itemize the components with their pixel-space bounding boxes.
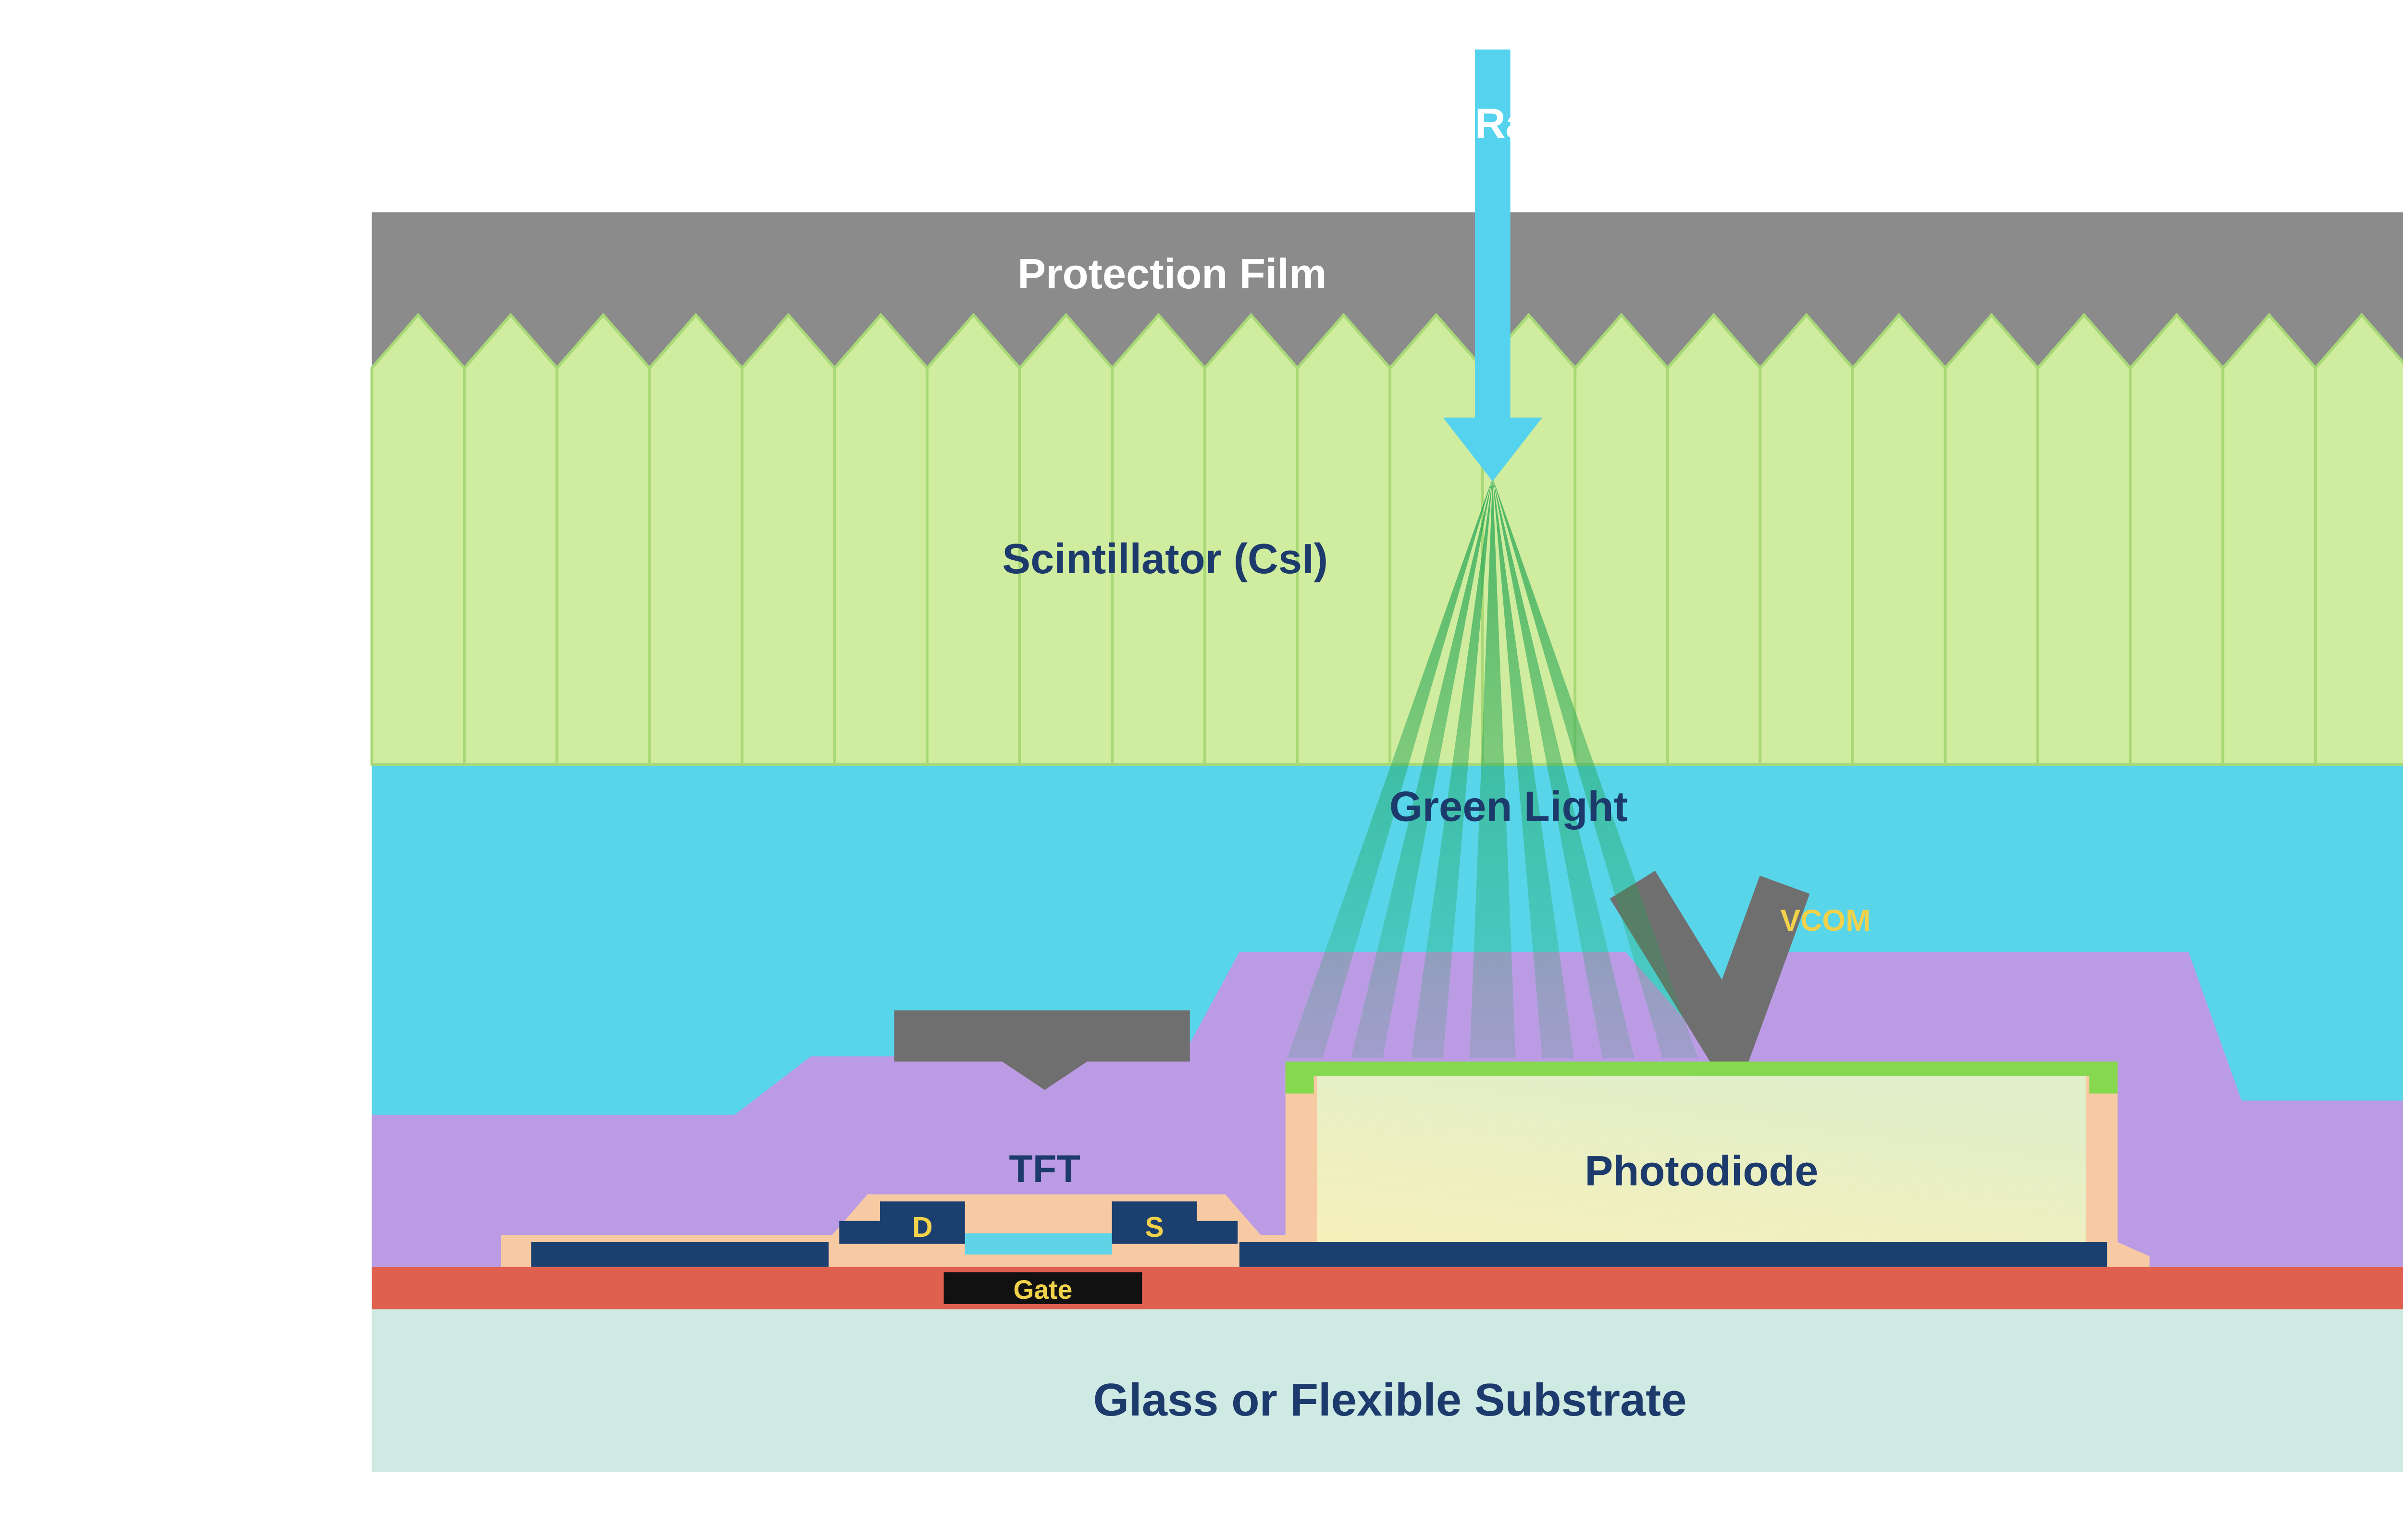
scintillator-column — [370, 312, 466, 766]
barrier-layer — [372, 1267, 2403, 1309]
glass-substrate-layer — [372, 1306, 2403, 1472]
source-contact — [1112, 1201, 1197, 1244]
photodiode-body — [1317, 1072, 2086, 1243]
scintillator-column — [1666, 312, 1762, 766]
source-label: S — [1145, 1212, 1164, 1243]
scintillator-layer — [370, 312, 2403, 766]
scintillator-column — [463, 312, 558, 766]
scintillator-column — [1944, 312, 2040, 766]
scintillator-column — [2129, 312, 2225, 766]
drain-label: D — [912, 1212, 933, 1243]
photodiode-top-contact — [1285, 1061, 2118, 1094]
scintillator-label: Scintillator (CsI) — [1002, 535, 1328, 582]
xray-arrow — [1443, 49, 1542, 481]
scintillator-column — [1851, 312, 1947, 766]
scintillator-column — [2036, 312, 2132, 766]
scintillator-column — [833, 312, 929, 766]
photodiode-bottom-electrode — [1239, 1242, 2107, 1267]
left-metal-line — [531, 1242, 829, 1267]
gate-label: Gate — [1014, 1275, 1073, 1305]
scintillator-column — [1573, 312, 1669, 766]
gray-electrode-block — [894, 1010, 1190, 1090]
vcom-contact — [1610, 871, 1810, 1101]
scintillator-column — [555, 312, 651, 766]
green-light-ray — [1492, 478, 1698, 1059]
green-light-label: Green Light — [1389, 783, 1628, 830]
gate-electrode — [943, 1272, 1142, 1304]
scintillator-column — [2314, 312, 2403, 766]
vcom-label: VCOM — [1780, 904, 1870, 937]
scintillator-column — [648, 312, 743, 766]
protection-film-label: Protection Film — [1017, 250, 1326, 297]
tft-channel — [965, 1233, 1112, 1255]
drain-contact — [880, 1201, 965, 1244]
photodiode-label: Photodiode — [1585, 1147, 1818, 1195]
scintillator-column — [741, 312, 836, 766]
drain-step — [839, 1220, 882, 1244]
xray-label: X-Ray — [1432, 99, 1553, 147]
tft-label: TFT — [1009, 1147, 1080, 1191]
green-light-ray — [1469, 478, 1516, 1059]
source-step — [1195, 1220, 1238, 1244]
substrate-label: Glass or Flexible Substrate — [1093, 1374, 1687, 1426]
scintillator-column — [2221, 312, 2317, 766]
scintillator-column — [1759, 312, 1854, 766]
